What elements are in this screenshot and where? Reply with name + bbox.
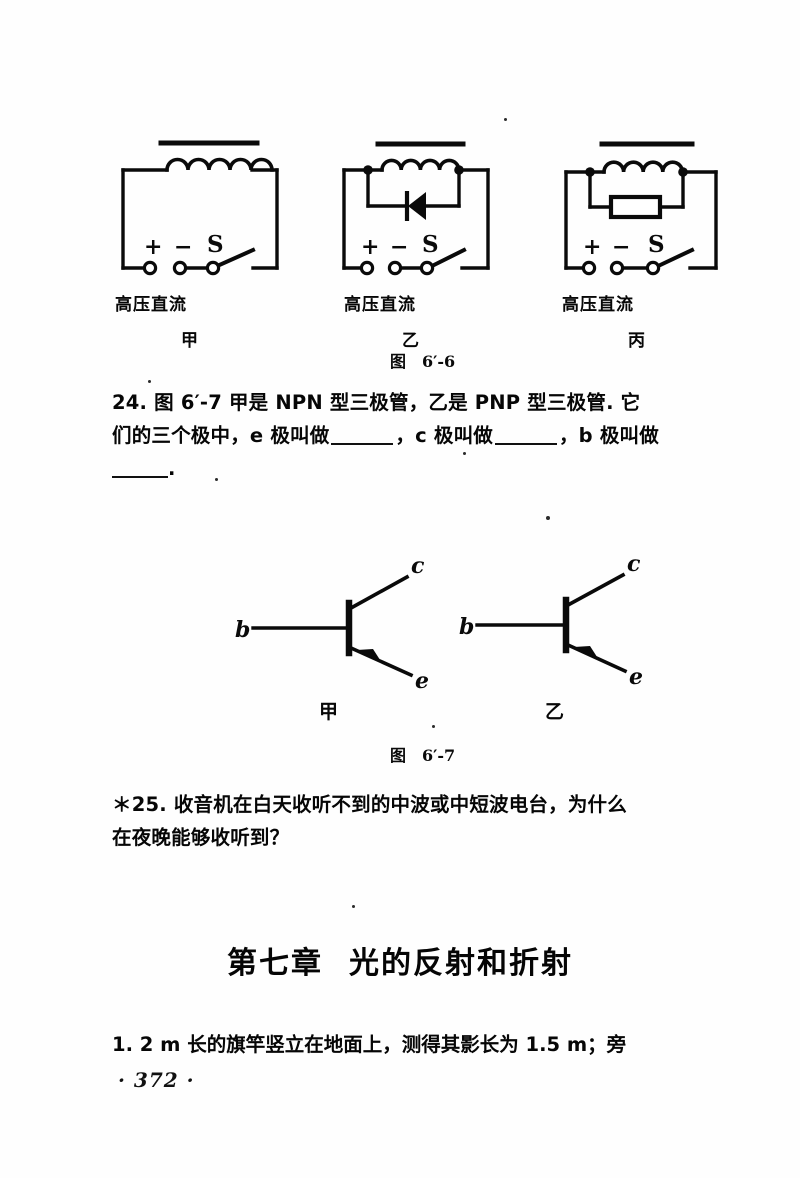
circuit-diagram-jia: + − S 高压直流 甲: [105, 128, 335, 366]
circuit-bing-svg: + − S: [564, 141, 718, 276]
switch-label: S: [648, 231, 665, 258]
caption-label: 图: [390, 746, 407, 765]
transistor-symbol-yi: b c e 乙: [445, 545, 675, 740]
diode-triangle: [408, 192, 426, 220]
circuit-yi-svg: + − S: [342, 141, 490, 276]
dc-source-label-jia: 高压直流: [115, 295, 187, 315]
terminal-minus-label: −: [174, 234, 192, 260]
chapter-title-text: 光的反射和折射: [349, 946, 573, 981]
figure-6-7: b c e 甲 b c e 乙: [0, 545, 800, 740]
chapter-heading: 第七章光的反射和折射: [0, 938, 800, 982]
scan-speck: [432, 725, 435, 728]
transistor-symbol-jia: b c e 甲: [215, 545, 445, 740]
transistor-yi-svg: b c e: [459, 551, 643, 690]
resistor-box: [608, 194, 663, 220]
question-25-line2: 在夜晚能够收听到？: [112, 826, 290, 849]
answer-blank-b[interactable]: [112, 476, 168, 478]
terminal-base-label: b: [235, 617, 250, 643]
scan-speck: [148, 380, 151, 383]
question-24-line2c: ，b 极叫做: [558, 424, 659, 447]
question-24-line3: .: [168, 457, 176, 480]
switch-pivot-node: [205, 260, 221, 276]
scan-speck: [215, 478, 218, 481]
chapter-number: 第七章: [227, 946, 323, 981]
switch-pivot-node: [645, 260, 661, 276]
junction-dot-right: [678, 167, 688, 177]
panel-label-jia: 甲: [181, 331, 198, 351]
figure-caption-6-7: 图 6′-7: [390, 742, 455, 766]
terminal-minus-node: [172, 260, 188, 276]
page-number: · 372 ·: [118, 1068, 195, 1092]
transistor-panel-label-jia: 甲: [319, 701, 339, 723]
panel-label-yi: 乙: [402, 331, 419, 351]
question-25: ＊25. 收音机在白天收听不到的中波或中短波电台，为什么 在夜晚能够收听到？: [112, 788, 757, 854]
terminal-minus-node: [387, 260, 403, 276]
panel-label-bing: 丙: [628, 331, 645, 351]
figure-caption-6-6: 图 6′-6: [390, 348, 455, 372]
question-24: 24. 图 6′-7 甲是 NPN 型三极管，乙是 PNP 型三极管. 它 们的…: [112, 386, 752, 485]
answer-blank-c[interactable]: [494, 443, 557, 445]
answer-blank-e[interactable]: [331, 443, 394, 445]
caption-label: 图: [390, 352, 407, 371]
transistor-jia-svg: b c e: [235, 553, 429, 694]
figure-6-6: + − S 高压直流 甲: [0, 128, 800, 366]
terminal-minus-label: −: [612, 234, 630, 260]
dc-source-label-yi: 高压直流: [344, 295, 416, 315]
last-paragraph: 1. 2 m 长的旗竿竖立在地面上，测得其影长为 1.5 m；旁: [112, 1033, 627, 1056]
terminal-collector-label: c: [627, 551, 641, 577]
terminal-emitter-label: e: [629, 664, 643, 690]
circuit-diagram-bing: + − S 高压直流 丙: [550, 128, 780, 366]
question-24-line1: 24. 图 6′-7 甲是 NPN 型三极管，乙是 PNP 型三极管. 它: [112, 391, 641, 414]
question-24-line2b: ，c 极叫做: [395, 424, 493, 447]
caption-number: 6′-7: [422, 746, 456, 765]
circuit-jia-svg: + − S: [121, 140, 279, 276]
terminal-minus-node: [609, 260, 625, 276]
circuit-diagram-yi: + − S 高压直流 乙: [330, 128, 560, 366]
junction-dot-left: [585, 167, 595, 177]
terminal-plus-node: [142, 260, 158, 276]
switch-pivot-node: [419, 260, 435, 276]
junction-dot-left: [363, 165, 373, 175]
scan-speck: [504, 118, 507, 121]
caption-number: 6′-6: [422, 352, 456, 371]
switch-label: S: [207, 231, 224, 258]
terminal-plus-node: [581, 260, 597, 276]
scan-speck: [546, 516, 550, 520]
terminal-plus-label: +: [361, 234, 379, 260]
terminal-collector-label: c: [411, 553, 425, 579]
question-25-line1: ＊25. 收音机在白天收听不到的中波或中短波电台，为什么: [112, 793, 627, 816]
question-24-line2a: 们的三个极中，e 极叫做: [112, 424, 330, 447]
scan-speck: [352, 905, 355, 908]
terminal-emitter-label: e: [415, 668, 429, 694]
transistor-panel-label-yi: 乙: [545, 701, 565, 723]
emitter-arrow: [357, 649, 382, 663]
switch-label: S: [422, 231, 439, 258]
terminal-base-label: b: [459, 614, 474, 640]
junction-dot-right: [454, 165, 464, 175]
terminal-plus-label: +: [583, 234, 601, 260]
terminal-minus-label: −: [390, 234, 408, 260]
terminal-plus-label: +: [144, 234, 162, 260]
scan-speck: [463, 452, 466, 455]
emitter-arrow: [574, 646, 599, 660]
terminal-plus-node: [359, 260, 375, 276]
dc-source-label-bing: 高压直流: [562, 295, 634, 315]
